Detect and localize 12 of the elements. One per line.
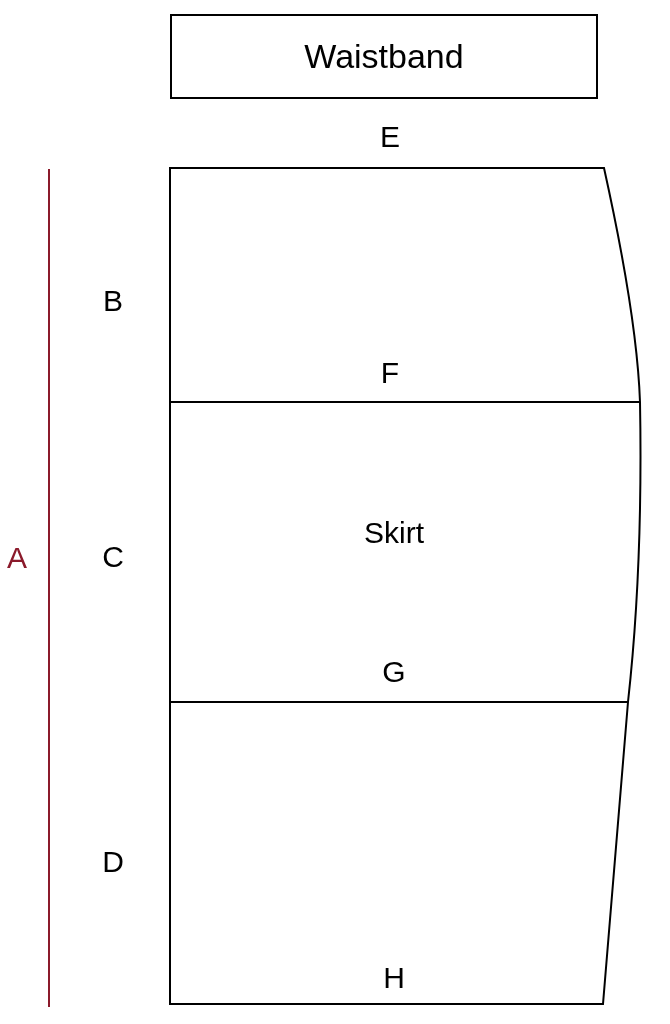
measurement-letter: H bbox=[383, 961, 405, 995]
measurement-letter: F bbox=[380, 356, 400, 390]
measurement-letter: G bbox=[382, 655, 406, 689]
measurement-letter: E bbox=[380, 120, 400, 154]
piece-name: Waistband bbox=[304, 37, 464, 76]
measurement-letter: D bbox=[102, 845, 124, 879]
measurement-letter: A bbox=[7, 541, 27, 575]
measurement-letter: B bbox=[103, 284, 123, 318]
skirt-piece bbox=[169, 167, 643, 1006]
piece-name: Skirt bbox=[364, 516, 424, 550]
measurement-letter: C bbox=[102, 540, 124, 574]
waistband-piece bbox=[170, 14, 598, 99]
